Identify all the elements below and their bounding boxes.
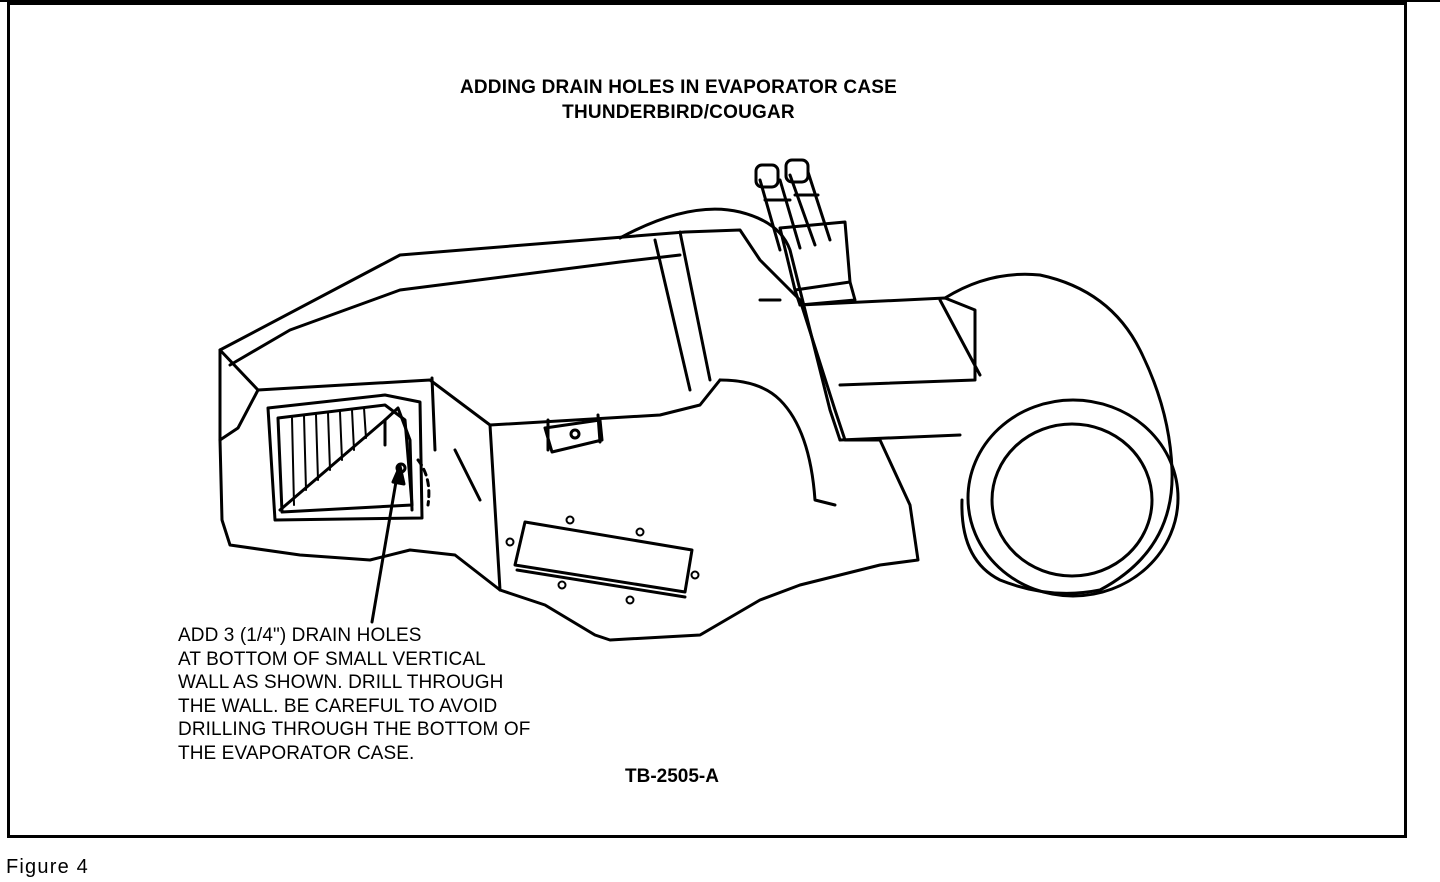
- note-line: AT BOTTOM OF SMALL VERTICAL: [178, 648, 486, 670]
- vertical-wall: [278, 406, 414, 512]
- label-plate: [513, 520, 694, 594]
- figure-frame: [7, 2, 1407, 838]
- note-line: DRILLING THROUGH THE BOTTOM OF: [178, 719, 531, 741]
- mounting-bracket: [543, 418, 604, 454]
- reference-number: TB-2505-A: [625, 766, 719, 787]
- blower-housing: [943, 272, 1174, 595]
- callout-arrow: [370, 468, 400, 624]
- note-line: ADD 3 (1/4") DRAIN HOLES: [178, 625, 422, 646]
- blower-outlet-inner: [990, 422, 1154, 578]
- drain-hole-instructions: ADD 3 (1/4") DRAIN HOLES AT BOTTOM OF SM…: [178, 624, 530, 766]
- middle-body: [798, 296, 977, 387]
- note-line: THE WALL. BE CAREFUL TO AVOID: [178, 695, 498, 717]
- blower-outlet-outer: [966, 398, 1180, 598]
- left-housing-outline: [218, 228, 920, 642]
- refrigerant-pipes: [758, 170, 832, 252]
- figure-caption: Figure 4: [6, 856, 89, 878]
- left-housing-corner: [218, 388, 260, 442]
- note-line: WALL AS SHOWN. DRILL THROUGH: [178, 672, 504, 694]
- top-rule: [0, 0, 1440, 2]
- heater-core-section: [618, 207, 842, 442]
- note-line: THE EVAPORATOR CASE.: [178, 742, 415, 764]
- evaporator-opening: [266, 393, 424, 522]
- left-housing-top: [218, 348, 722, 427]
- figure-subtitle: THUNDERBIRD/COUGAR: [562, 102, 795, 123]
- drain-hole-marker: [416, 458, 431, 507]
- figure-title: ADDING DRAIN HOLES IN EVAPORATOR CASE: [459, 77, 898, 98]
- left-housing-top-inner: [228, 253, 682, 367]
